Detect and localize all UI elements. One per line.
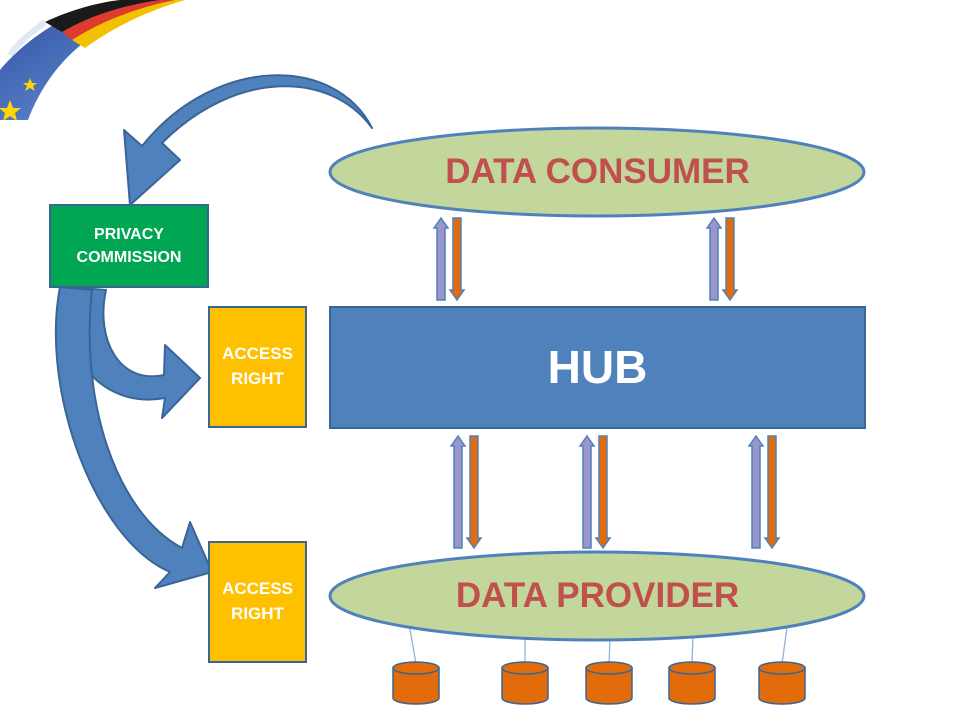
access-bottom-line-2: RIGHT xyxy=(231,604,284,623)
access-right-box-bottom xyxy=(208,541,307,663)
hub-provider-arrow-pair-1 xyxy=(449,434,483,550)
access-top-line-1: ACCESS xyxy=(222,344,293,364)
hub-label: HUB xyxy=(547,341,648,394)
database-icon xyxy=(585,661,633,705)
privacy-line-2: COMMISSION xyxy=(76,249,182,266)
hub-box xyxy=(329,306,866,429)
privacy-commission-box xyxy=(49,204,209,288)
databases-group xyxy=(392,661,806,705)
access-right-label-bottom: ACCESS RIGHT xyxy=(209,542,306,662)
database-icon xyxy=(392,661,440,705)
hub-provider-arrow-pair-2 xyxy=(578,434,612,550)
flag-band-logo xyxy=(0,0,185,121)
curved-arrow-consumer-to-privacy xyxy=(123,74,373,206)
database-icon xyxy=(501,661,549,705)
data-consumer-ellipse xyxy=(328,126,866,218)
database-icon xyxy=(668,661,716,705)
consumer-hub-arrow-pair-1 xyxy=(432,216,466,302)
data-consumer-label: DATA CONSUMER xyxy=(445,151,750,191)
access-bottom-line-1: ACCESS xyxy=(222,579,293,599)
curved-arrow-privacy-to-access-bottom xyxy=(54,286,213,589)
data-provider-ellipse xyxy=(328,550,866,642)
hub-provider-arrow-pair-3 xyxy=(747,434,781,550)
access-top-line-2: RIGHT xyxy=(231,369,284,388)
access-right-box-top xyxy=(208,306,307,428)
privacy-commission-label: PRIVACY COMMISSION xyxy=(50,205,208,287)
privacy-line-1: PRIVACY xyxy=(94,225,164,243)
access-right-label-top: ACCESS RIGHT xyxy=(209,307,306,427)
database-icon xyxy=(758,661,806,705)
consumer-hub-arrow-pair-2 xyxy=(705,216,739,302)
data-provider-label: DATA PROVIDER xyxy=(455,575,740,615)
